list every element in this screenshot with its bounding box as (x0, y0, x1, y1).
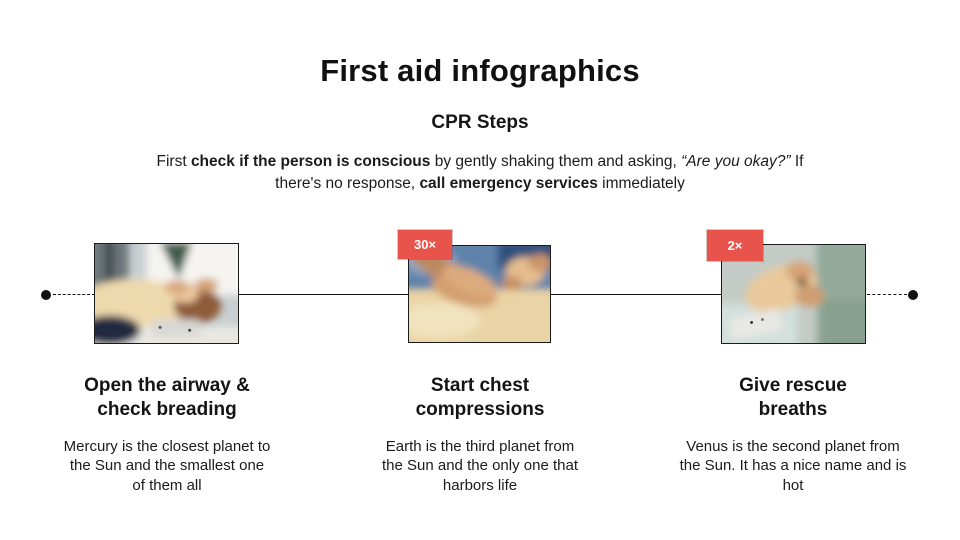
step-2-title: Start chest compressions (415, 375, 545, 421)
compressions-count-badge: 30× (398, 230, 452, 259)
photo-chest-compressions (408, 245, 551, 343)
step-3-description: Venus is the second planet from the Sun.… (679, 437, 907, 495)
photo-open-airway (94, 243, 239, 344)
timeline-start-dot (41, 290, 51, 300)
photo-rescue-breaths (721, 244, 866, 344)
step-3-column: Give rescue breaths Venus is the second … (673, 374, 913, 496)
timeline-dashed-right (867, 294, 907, 295)
step-3-title: Give rescue breaths (739, 375, 847, 421)
chest-compressions-illustration (409, 246, 550, 342)
open-airway-illustration (95, 244, 238, 343)
step-2-description: Earth is the third planet from the Sun a… (382, 437, 578, 495)
step-1-description: Mercury is the closest planet to the Sun… (63, 437, 271, 495)
timeline-end-dot (908, 290, 918, 300)
timeline-dashed-left (53, 294, 95, 295)
rescue-breaths-illustration (722, 245, 865, 343)
timeline-segment-1 (239, 294, 408, 295)
breaths-count-badge: 2× (707, 230, 763, 261)
step-2-column: Start chest compressions Earth is the th… (360, 374, 600, 496)
step-1-title: Open the airway & check breading (84, 375, 250, 421)
timeline-segment-2 (551, 294, 721, 295)
intro-paragraph: First check if the person is conscious b… (156, 153, 804, 192)
step-1-column: Open the airway & check breading Mercury… (47, 374, 287, 496)
slide-subtitle: CPR Steps (431, 112, 529, 133)
page-title: First aid infographics (320, 53, 640, 88)
